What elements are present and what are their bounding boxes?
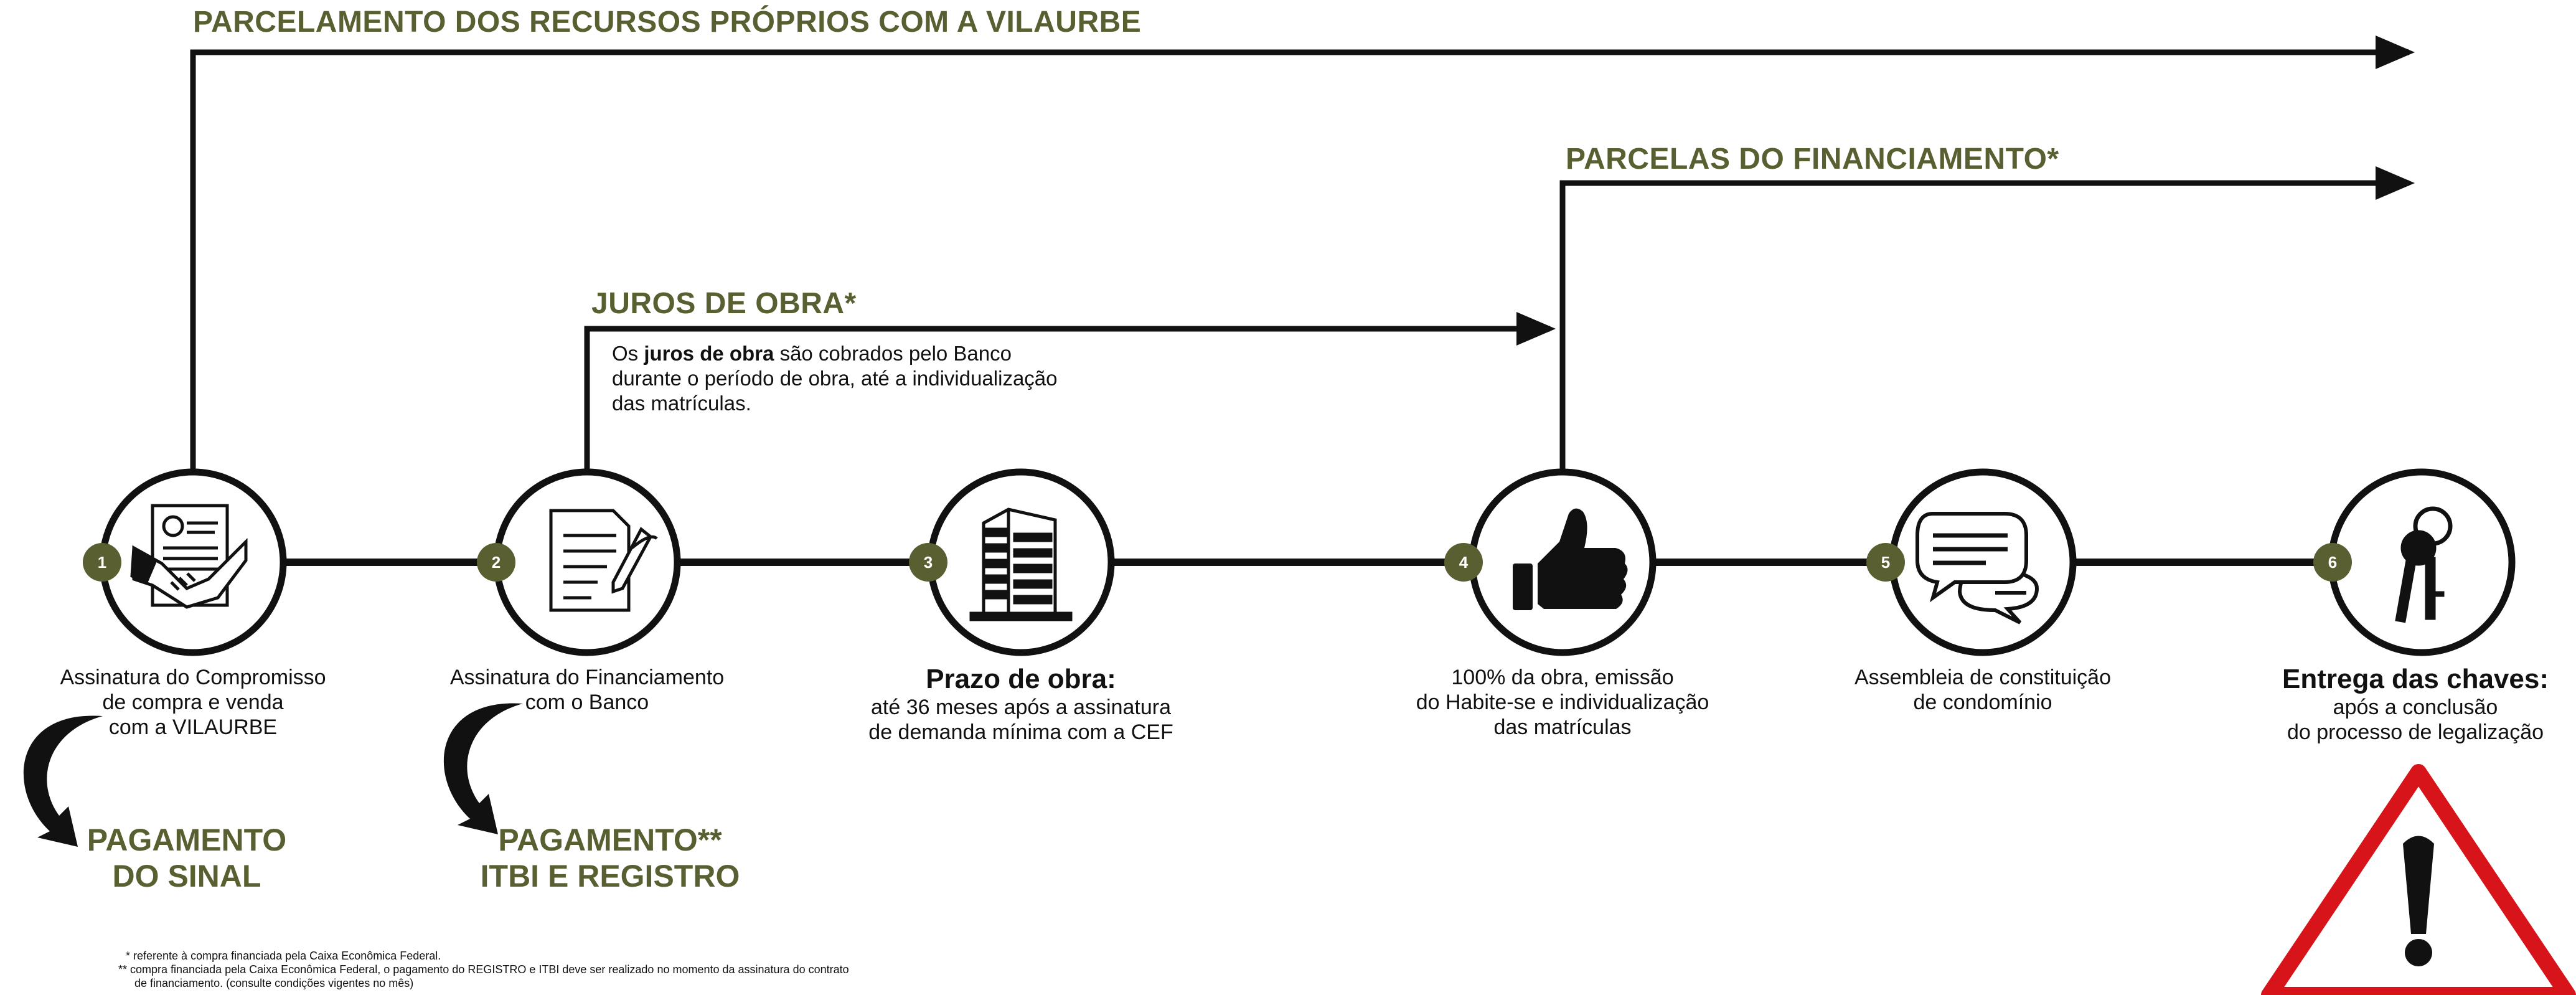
payment-1-line: PAGAMENTO [87,823,287,857]
step-4-line: 100% da obra, emissão [1451,666,1674,689]
step-number-6: 6 [2313,543,2352,582]
document-signing-icon [549,509,658,612]
step-1-line: de compra e venda [102,691,284,714]
step-5-line: Assembleia de constituição [1854,666,2111,689]
step-5-line: de condomínio [1913,691,2052,714]
interest-arrow [584,312,1556,473]
keys-icon [2395,506,2453,623]
footnote-3: de financiamento. (consulte condições vi… [134,977,414,989]
payment-arrow-2 [443,703,523,834]
step-6-line: do processo de legalização [2287,720,2544,744]
thumbs-up-icon [1513,508,1628,610]
step-number-1: 1 [83,543,121,582]
step-label-6: Entrega das chaves: após a conclusão do … [2266,664,2565,745]
step-number-4: 4 [1444,543,1483,582]
footnote-1: * referente à compra financiada pela Cai… [126,950,441,962]
step-number-3: 3 [909,543,947,582]
payment-2-line: PAGAMENTO** [498,823,722,857]
warning-icon [2261,764,2576,995]
step-1-line: com a VILAURBE [108,715,278,739]
chat-bubbles-icon [1916,512,2039,625]
building-icon [969,507,1073,621]
step-4-line: do Habite-se e individualização [1416,691,1709,714]
payment-1-line: DO SINAL [112,859,261,894]
step-number-2: 2 [477,543,515,582]
payment-label-1: PAGAMENTO DO SINAL [62,822,311,894]
payment-2-line: ITBI E REGISTRO [480,859,740,894]
handshake-contract-icon [130,504,248,609]
step-label-2: Assinatura do Financiamento com o Banco [431,665,743,715]
step-number-5: 5 [1866,543,1905,582]
financing-header: PARCELAS DO FINANCIAMENTO* [1566,143,2059,176]
step-label-4: 100% da obra, emissão do Habite-se e ind… [1376,665,1749,740]
financing-arrow [1559,166,2415,473]
step-3-line: até 36 meses após a assinatura [871,696,1171,719]
interest-note: Os juros de obra são cobrados pelo Banco… [612,341,1058,416]
payment-label-2: PAGAMENTO** ITBI E REGISTRO [473,822,747,894]
step-3-line: de demanda mínima com a CEF [868,720,1173,744]
interest-note-bold: juros de obra [644,342,774,365]
own-resources-arrow [190,35,2415,473]
interest-note-prefix: Os [612,342,639,365]
footnotes: * referente à compra financiada pela Cai… [118,949,849,990]
step-6-line: após a conclusão [2333,696,2498,719]
interest-note-line1: são cobrados pelo Banco [779,342,1012,365]
interest-note-line3: das matrículas. [612,392,751,415]
step-1-line: Assinatura do Compromisso [60,666,326,689]
footnote-2: ** compra financiada pela Caixa Econômic… [118,963,849,976]
step-2-line: Assinatura do Financiamento [449,666,725,689]
interest-header: JUROS DE OBRA* [591,287,857,320]
payment-arrow-1 [23,715,103,847]
interest-note-line2: durante o período de obra, até a individ… [612,367,1058,390]
step-label-1: Assinatura do Compromisso de compra e ve… [37,665,349,740]
step-3-title: Prazo de obra: [926,664,1116,694]
own-resources-header: PARCELAMENTO DOS RECURSOS PRÓPRIOS COM A… [193,6,1142,39]
step-2-line: com o Banco [525,691,649,714]
step-6-title: Entrega das chaves: [2282,664,2549,694]
step-4-line: das matrículas [1493,715,1632,739]
step-label-3: Prazo de obra: até 36 meses após a assin… [865,664,1177,745]
step-label-5: Assembleia de constituição de condomínio [1827,665,2138,715]
